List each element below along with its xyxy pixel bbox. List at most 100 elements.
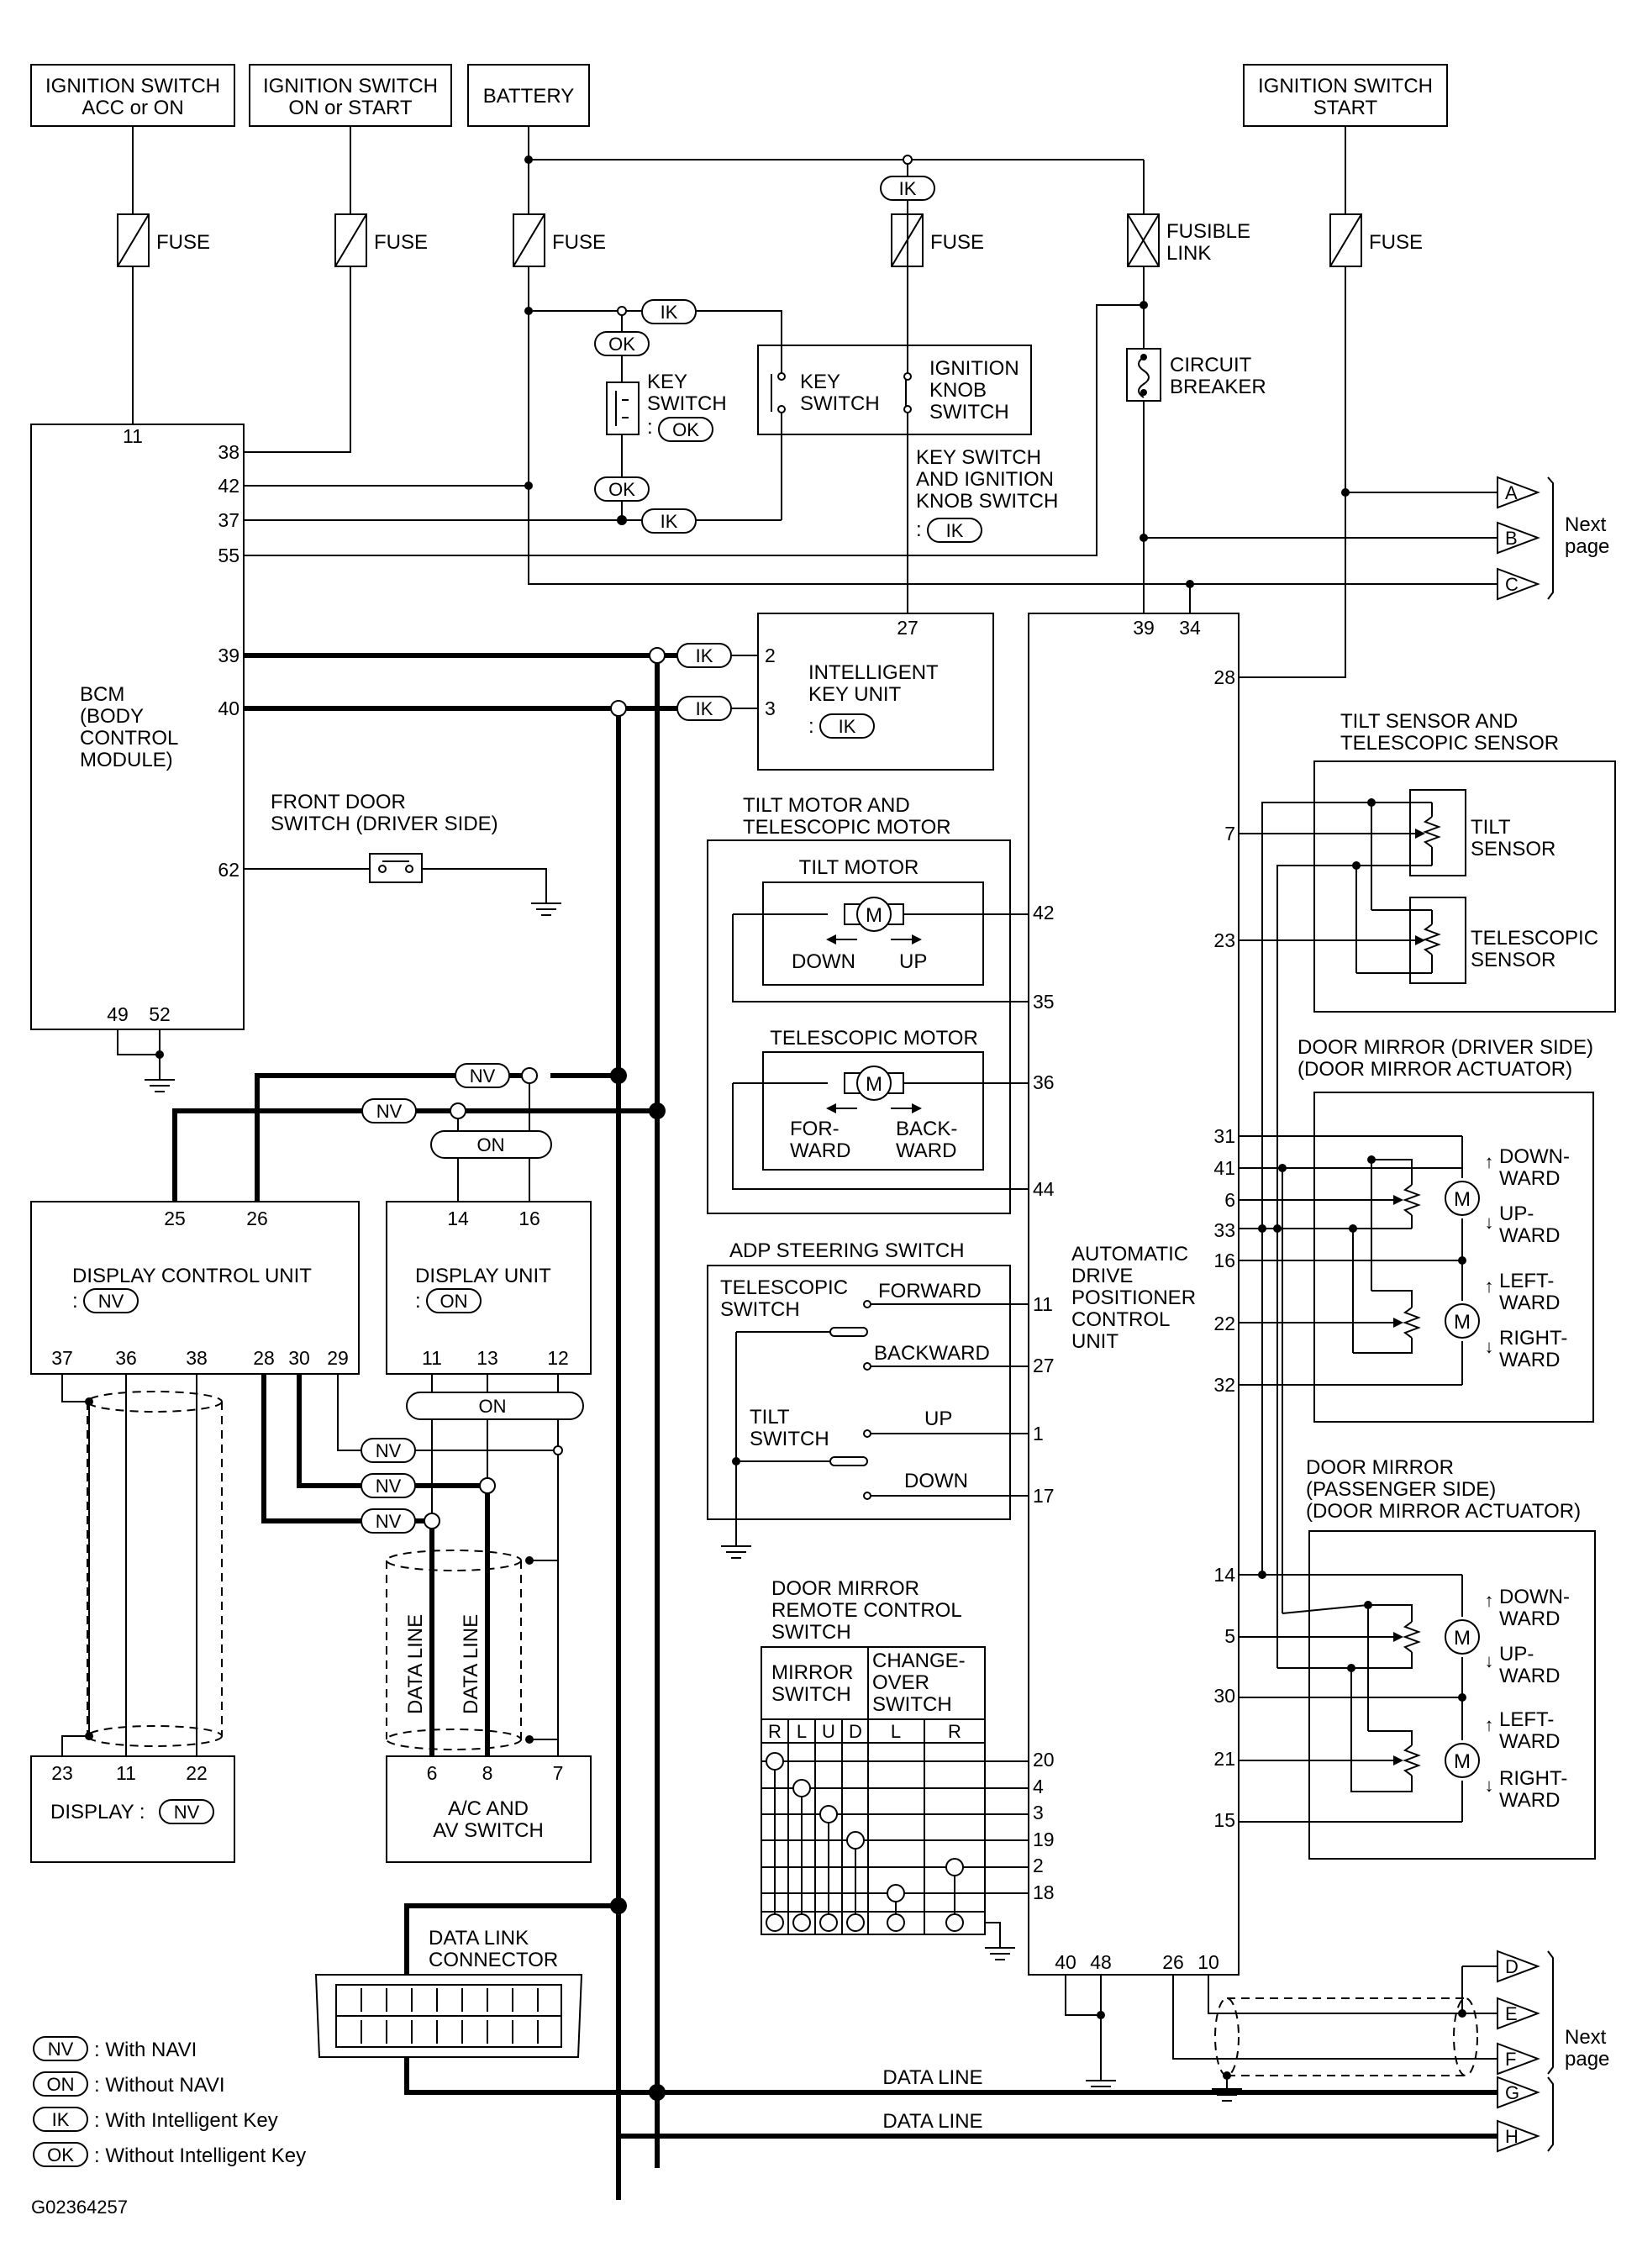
- svg-text:SWITCH: SWITCH: [771, 1683, 851, 1706]
- svg-text:FUSE: FUSE: [374, 231, 428, 254]
- bcm-box: 11 38 42 37 55 39 40 62 49 52 BCM (BODY …: [30, 424, 245, 1030]
- door-mirror-driver: DOOR MIRROR (DRIVER SIDE) (DOOR MIRROR A…: [1239, 1036, 1594, 1423]
- svg-text:↑: ↑: [1485, 1151, 1494, 1172]
- svg-text:ON: ON: [477, 1134, 505, 1155]
- svg-text:TILT SENSOR AND: TILT SENSOR AND: [1340, 710, 1518, 733]
- svg-text:MIRROR: MIRROR: [771, 1661, 853, 1684]
- svg-text:4: 4: [1033, 1776, 1044, 1797]
- svg-text:(DOOR MIRROR ACTUATOR): (DOOR MIRROR ACTUATOR): [1297, 1058, 1572, 1081]
- svg-text:62: 62: [218, 859, 239, 881]
- svg-text:26: 26: [1162, 1951, 1184, 1973]
- svg-text:37: 37: [218, 509, 239, 531]
- svg-text:33: 33: [1213, 1219, 1235, 1241]
- svg-text:IGNITION SWITCH: IGNITION SWITCH: [45, 75, 220, 97]
- power-source-ign-acc-on: IGNITION SWITCH ACC or ON: [30, 64, 235, 127]
- svg-text:AV SWITCH: AV SWITCH: [433, 1819, 544, 1842]
- svg-text:CIRCUIT: CIRCUIT: [1170, 354, 1252, 376]
- svg-text:44: 44: [1033, 1178, 1055, 1200]
- svg-text:AND IGNITION: AND IGNITION: [916, 468, 1054, 491]
- connector-e: E: [1497, 1997, 1540, 2030]
- svg-text:ADP STEERING SWITCH: ADP STEERING SWITCH: [729, 1239, 965, 1262]
- svg-text:21: 21: [1213, 1748, 1235, 1770]
- svg-text:DOWN: DOWN: [792, 950, 855, 973]
- svg-text:↓: ↓: [1485, 1212, 1494, 1233]
- svg-text:L: L: [891, 1721, 901, 1742]
- power-source-ign-start: IGNITION SWITCH START: [1243, 64, 1448, 127]
- svg-text:3: 3: [765, 697, 776, 719]
- svg-text:BATTERY: BATTERY: [483, 85, 574, 108]
- svg-text::: :: [72, 1290, 78, 1313]
- figure-id: G02364257: [31, 2197, 128, 2218]
- svg-text:TELESCOPIC MOTOR: TELESCOPIC MOTOR: [770, 1027, 978, 1050]
- svg-text:DISPLAY CONTROL UNIT: DISPLAY CONTROL UNIT: [72, 1265, 312, 1287]
- fusible-link: FUSIBLE LINK: [1127, 213, 1250, 267]
- svg-text:22: 22: [1213, 1313, 1235, 1334]
- svg-text:WARD: WARD: [1499, 1789, 1560, 1812]
- svg-text:INTELLIGENT: INTELLIGENT: [808, 661, 939, 684]
- svg-text:13: 13: [476, 1347, 498, 1369]
- svg-text:KEY: KEY: [647, 371, 687, 393]
- svg-text:35: 35: [1033, 991, 1055, 1013]
- connector-f: F: [1497, 2042, 1540, 2076]
- adp-control-unit: 39 34 28 7 23 42 35 36 44 31 41 6 33 16 …: [1028, 613, 1240, 1976]
- svg-text:KEY SWITCH: KEY SWITCH: [916, 446, 1041, 469]
- svg-text:DOWN-: DOWN-: [1499, 1145, 1570, 1168]
- svg-text:TELESCOPIC MOTOR: TELESCOPIC MOTOR: [743, 816, 951, 839]
- svg-text:37: 37: [51, 1347, 73, 1369]
- svg-text:TILT MOTOR AND: TILT MOTOR AND: [743, 794, 910, 817]
- svg-text:16: 16: [518, 1208, 540, 1229]
- svg-text:ON or START: ON or START: [288, 97, 412, 119]
- svg-text:H: H: [1505, 2126, 1519, 2147]
- svg-text:3: 3: [1033, 1802, 1044, 1823]
- svg-text:B: B: [1505, 528, 1518, 549]
- svg-text:: With NAVI: : With NAVI: [94, 2039, 197, 2061]
- svg-text:5: 5: [1224, 1625, 1235, 1647]
- svg-text:F: F: [1505, 2049, 1516, 2070]
- svg-text::: :: [647, 416, 653, 439]
- bcm-data-wires: IK IK: [244, 643, 758, 2200]
- svg-text:KNOB SWITCH: KNOB SWITCH: [916, 490, 1058, 513]
- legend-ik: IK : With Intelligent Key: [33, 2107, 278, 2132]
- svg-text:G: G: [1505, 2082, 1519, 2103]
- front-door-switch: FRONT DOOR SWITCH (DRIVER SIDE): [244, 791, 561, 916]
- svg-text:16: 16: [1213, 1250, 1235, 1271]
- svg-text:OK: OK: [608, 479, 635, 500]
- svg-text:DOOR MIRROR: DOOR MIRROR: [771, 1577, 919, 1600]
- svg-text:FUSIBLE: FUSIBLE: [1166, 220, 1250, 243]
- adp-bottom-wiring: [1065, 1965, 1498, 2102]
- svg-text:U: U: [822, 1721, 835, 1742]
- svg-text:12: 12: [547, 1347, 569, 1369]
- svg-text:↑: ↑: [1485, 1714, 1494, 1735]
- svg-text:28: 28: [1213, 666, 1235, 688]
- svg-text:DATA LINE: DATA LINE: [882, 2110, 982, 2133]
- svg-text:11: 11: [1033, 1293, 1053, 1315]
- svg-text:OK: OK: [608, 334, 635, 355]
- svg-text:30: 30: [288, 1347, 310, 1369]
- svg-text:ACC or ON: ACC or ON: [82, 97, 183, 119]
- svg-text:11: 11: [116, 1762, 136, 1784]
- svg-text:26: 26: [246, 1208, 268, 1229]
- svg-text:WARD: WARD: [1499, 1730, 1560, 1753]
- svg-text:23: 23: [1213, 929, 1235, 951]
- svg-text:UP-: UP-: [1499, 1202, 1534, 1225]
- svg-text:IGNITION SWITCH: IGNITION SWITCH: [1258, 75, 1433, 97]
- svg-text:CHANGE-: CHANGE-: [872, 1650, 966, 1672]
- svg-text:FOR-: FOR-: [790, 1118, 840, 1140]
- svg-text:(PASSENGER SIDE): (PASSENGER SIDE): [1306, 1478, 1496, 1501]
- svg-text:A: A: [1505, 482, 1518, 503]
- svg-text:2: 2: [1033, 1855, 1044, 1876]
- svg-text:38: 38: [186, 1347, 208, 1369]
- svg-text:R: R: [768, 1721, 782, 1742]
- next-page-def: Next page: [1547, 1950, 1609, 2075]
- adp-steering-switch: ADP STEERING SWITCH TELESCOPIC SWITCH FO…: [707, 1239, 1029, 1559]
- fuse-4: FUSE: [891, 213, 984, 267]
- circuit-breaker: CIRCUIT BREAKER: [1126, 266, 1498, 613]
- svg-text:39: 39: [1133, 617, 1155, 639]
- svg-text:NV: NV: [376, 1511, 402, 1532]
- svg-text:34: 34: [1179, 617, 1201, 639]
- svg-text:BACKWARD: BACKWARD: [874, 1342, 990, 1365]
- display-box: 23 11 22 DISPLAY : NV: [30, 1755, 235, 1863]
- svg-text:↓: ↓: [1485, 1336, 1494, 1357]
- svg-text:38: 38: [218, 441, 239, 463]
